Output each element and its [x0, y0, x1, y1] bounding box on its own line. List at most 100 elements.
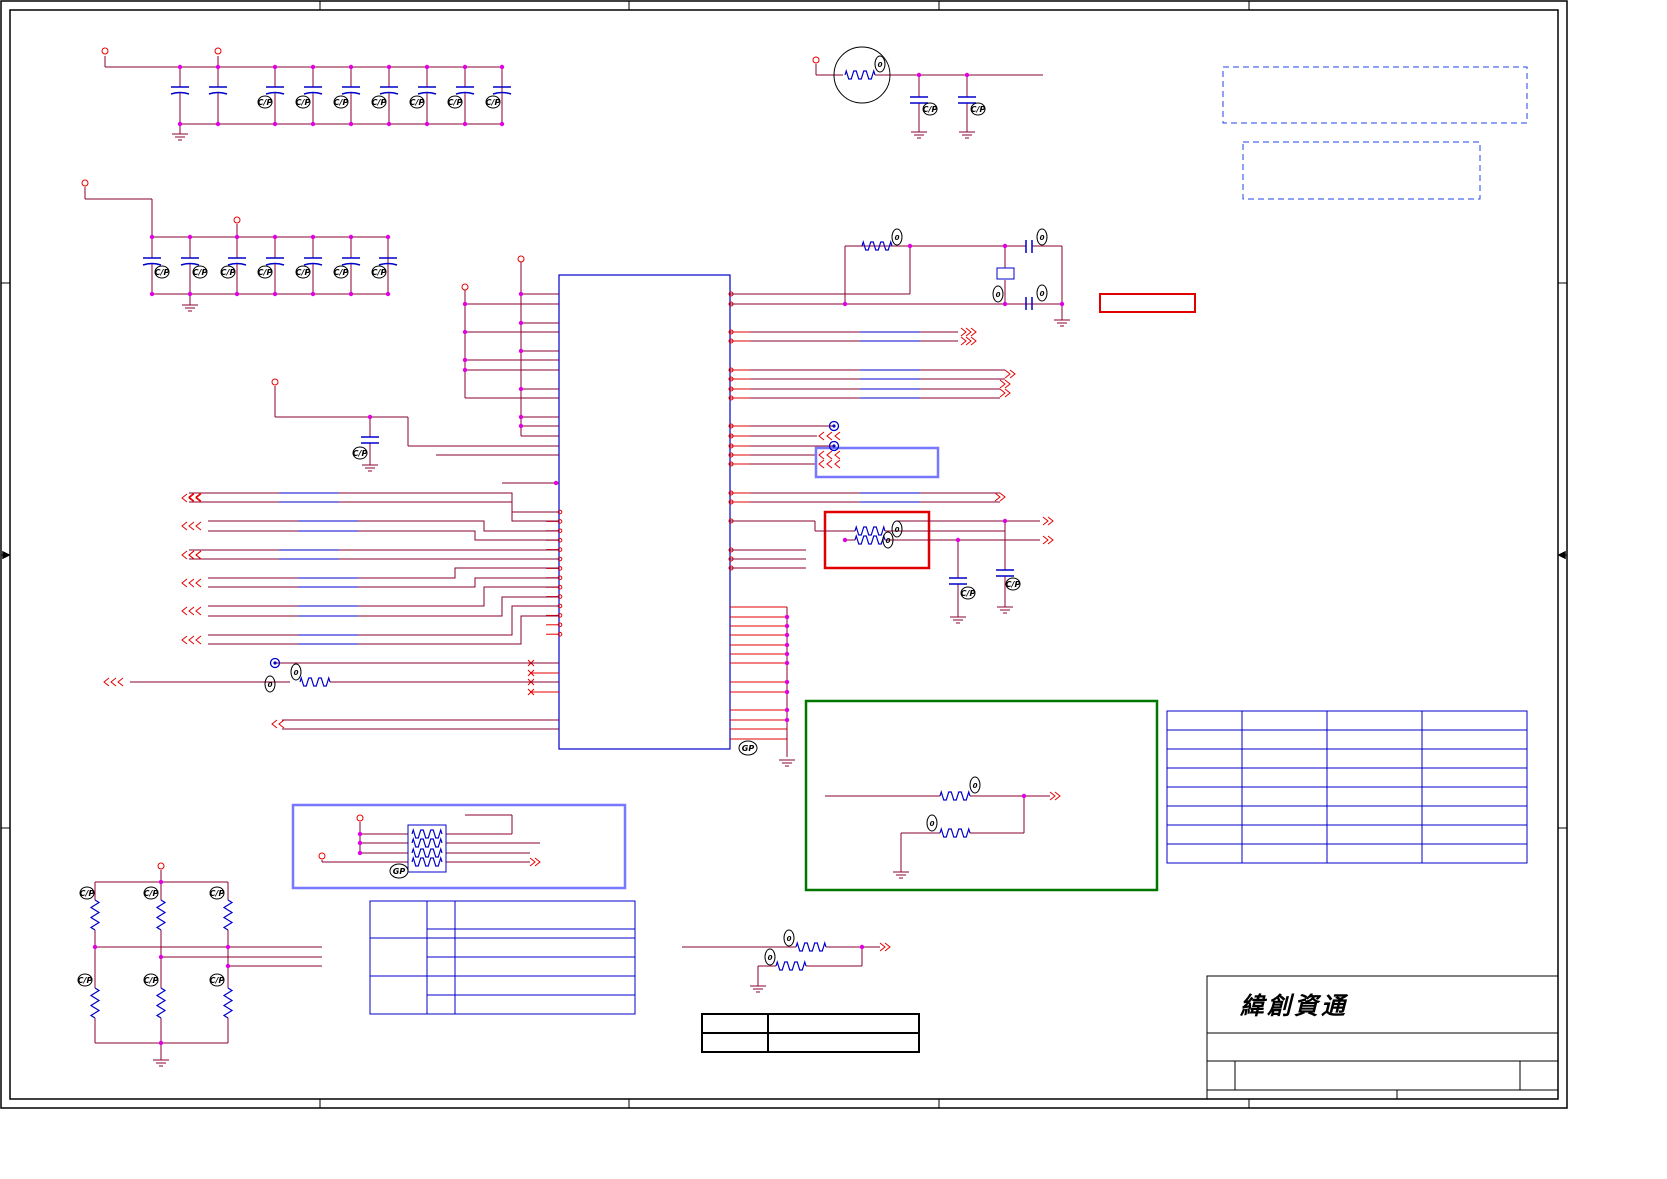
option-mark-icon: [352, 446, 368, 460]
junction-dot: [518, 386, 524, 392]
junction-dot: [462, 367, 468, 373]
junction-dot: [784, 660, 790, 666]
dashed-note-box-1: [1222, 66, 1528, 124]
option-mark-label: C/P: [296, 268, 311, 277]
decoupling-bank-1: [104, 56, 503, 134]
left-signal-bus: [130, 492, 559, 730]
option-mark-label: 0: [930, 820, 935, 828]
junction-dot: [149, 234, 155, 240]
capacitor-plate: [303, 91, 323, 95]
junction-dot: [499, 64, 505, 70]
capacitor-plate: [492, 91, 512, 95]
junction-dot: [272, 291, 278, 297]
test-point-icon: [832, 444, 836, 448]
option-mark-icon: [192, 265, 208, 279]
option-mark-label: 0: [895, 234, 900, 242]
option-mark-label: C/P: [372, 268, 387, 277]
option-mark-label: C/P: [210, 889, 225, 898]
resistor: [222, 987, 234, 1019]
test-points: [269, 420, 840, 669]
option-mark-icon: [485, 95, 501, 109]
junction-dot: [842, 537, 848, 543]
power-rail-icon: [812, 56, 820, 64]
junction-dot: [215, 64, 221, 70]
net-port-icon: [965, 327, 972, 337]
blue-highlight-box-rpack: [291, 803, 627, 890]
junction-dot: [357, 850, 363, 856]
net-port-icon: [181, 578, 188, 588]
junction-dot: [784, 717, 790, 723]
option-mark-icon: [257, 265, 273, 279]
junction-dot: [784, 632, 790, 638]
main-ic-body: [558, 274, 731, 750]
blue-highlight-box-gpio: [814, 446, 940, 479]
junction-dot: [784, 651, 790, 657]
option-mark-icon: [77, 973, 93, 987]
option-mark-label: C/P: [210, 976, 225, 985]
resistor-pack-circuit: [321, 814, 540, 863]
junction-dot: [225, 963, 231, 969]
option-mark-label: GP: [393, 867, 406, 876]
option-mark-icon: [969, 776, 981, 794]
resistor: [854, 524, 886, 536]
bus-wire: [208, 567, 559, 579]
resistor: [854, 533, 886, 545]
junction-dot: [1002, 243, 1008, 249]
power-rail-icon: [157, 862, 165, 870]
net-port-icon: [1047, 535, 1054, 545]
green-highlight-box-strap: [804, 699, 1159, 892]
junction-dot: [310, 121, 316, 127]
capacitor-plate: [170, 91, 190, 95]
net-port-icon: [834, 459, 841, 469]
resistor: [411, 836, 443, 848]
test-point-icon: [832, 424, 836, 428]
net-port-icon: [103, 677, 110, 687]
capacitor-plate: [341, 262, 361, 266]
red-highlight-box-crystal: [1099, 293, 1196, 313]
junction-dot: [310, 291, 316, 297]
bottom-strap-circuit: [682, 946, 880, 986]
junction-dot: [225, 944, 231, 950]
net-port-icon: [1047, 516, 1054, 526]
strap-table: [369, 900, 636, 1015]
option-mark-icon: [333, 95, 349, 109]
pin-bubble: [728, 423, 734, 429]
junction-dot: [518, 348, 524, 354]
option-mark-icon: [209, 886, 225, 900]
option-mark-label: 0: [996, 291, 1001, 299]
strap-circuit: [825, 795, 1050, 872]
junction-dot: [1021, 793, 1027, 799]
net-port-icon: [999, 388, 1006, 398]
junction-dot: [348, 64, 354, 70]
option-mark-icon: [882, 531, 894, 549]
net-port-icon: [1004, 388, 1011, 398]
company-name: 緯創資通: [1240, 991, 1348, 1020]
no-connect-mark: [527, 669, 535, 677]
pin-bubble: [728, 490, 734, 496]
net-port-icon: [999, 379, 1006, 389]
capacitor-plate: [142, 262, 162, 266]
net-port-icon: [818, 431, 825, 441]
junction-dot: [518, 291, 524, 297]
option-mark-icon: [891, 520, 903, 538]
net-port-icon: [195, 550, 202, 560]
junction-dot: [964, 72, 970, 78]
option-mark-icon: [79, 886, 95, 900]
net-port-icon: [965, 336, 972, 346]
junction-dot: [187, 234, 193, 240]
junction-dot: [177, 121, 183, 127]
option-mark-icon: [389, 863, 409, 879]
junction-dot: [462, 121, 468, 127]
junction-dot: [367, 414, 373, 420]
net-port-icon: [188, 550, 195, 560]
option-mark-icon: [264, 675, 276, 693]
test-point-icon: [828, 440, 840, 452]
net-port-icon: [195, 521, 202, 531]
junction-dot: [553, 480, 559, 486]
option-mark-label: C/P: [971, 105, 986, 114]
junction-dot: [272, 234, 278, 240]
option-mark-label: C/P: [80, 889, 95, 898]
resistors: [89, 68, 971, 1019]
junction-dot: [348, 291, 354, 297]
junction-dot: [462, 301, 468, 307]
